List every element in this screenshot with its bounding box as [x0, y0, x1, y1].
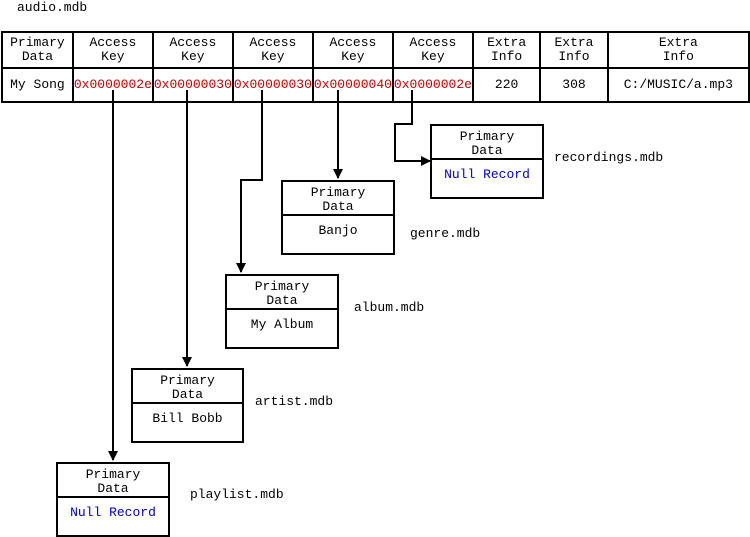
record-header: Primary Data: [283, 182, 393, 216]
value-access-key-5: 0x0000002e: [391, 67, 474, 103]
arrow-to-album: [236, 90, 263, 273]
header-primary-data: Primary Data: [1, 31, 74, 69]
file-label-album: album.mdb: [354, 300, 425, 315]
value-primary-data: My Song: [1, 67, 74, 103]
value-extra-info-2: 308: [539, 67, 609, 103]
record-box-playlist: Primary Data Null Record: [56, 462, 170, 537]
record-header: Primary Data: [58, 464, 168, 498]
record-value: Null Record: [444, 167, 530, 182]
value-access-key-2: 0x00000030: [151, 67, 234, 103]
value-extra-info-1: 220: [471, 67, 542, 103]
record-value: Null Record: [70, 505, 156, 520]
header-extra-info-3: Extra Info: [606, 31, 750, 69]
file-label-recordings: recordings.mdb: [554, 150, 664, 165]
header-extra-info-2: Extra Info: [539, 31, 609, 69]
audio-table: Primary Data Access Key Access Key Acces…: [1, 31, 750, 103]
record-box-genre: Primary Data Banjo: [281, 180, 395, 255]
value-extra-info-3: C:/MUSIC/a.mp3: [606, 67, 750, 103]
file-label-genre: genre.mdb: [410, 226, 481, 241]
record-box-artist: Primary Data Bill Bobb: [131, 368, 244, 443]
record-header: Primary Data: [227, 276, 337, 310]
arrow-to-recordings: [394, 90, 431, 166]
record-header: Primary Data: [133, 370, 242, 404]
header-access-key-5: Access Key: [391, 31, 474, 69]
main-table-title: audio.mdb: [17, 0, 88, 15]
record-box-recordings: Primary Data Null Record: [430, 124, 544, 199]
record-value: Bill Bobb: [152, 411, 223, 426]
record-value: Banjo: [318, 223, 358, 238]
value-access-key-4: 0x00000040: [311, 67, 394, 103]
record-value: My Album: [250, 317, 314, 332]
header-extra-info-1: Extra Info: [471, 31, 542, 69]
file-label-playlist: playlist.mdb: [190, 487, 284, 502]
file-label-artist: artist.mdb: [255, 394, 334, 409]
header-access-key-2: Access Key: [151, 31, 234, 69]
header-access-key-4: Access Key: [311, 31, 394, 69]
header-access-key-3: Access Key: [231, 31, 314, 69]
value-access-key-3: 0x00000030: [231, 67, 314, 103]
record-box-album: Primary Data My Album: [225, 274, 339, 349]
header-access-key-1: Access Key: [71, 31, 154, 69]
record-header: Primary Data: [432, 126, 542, 160]
